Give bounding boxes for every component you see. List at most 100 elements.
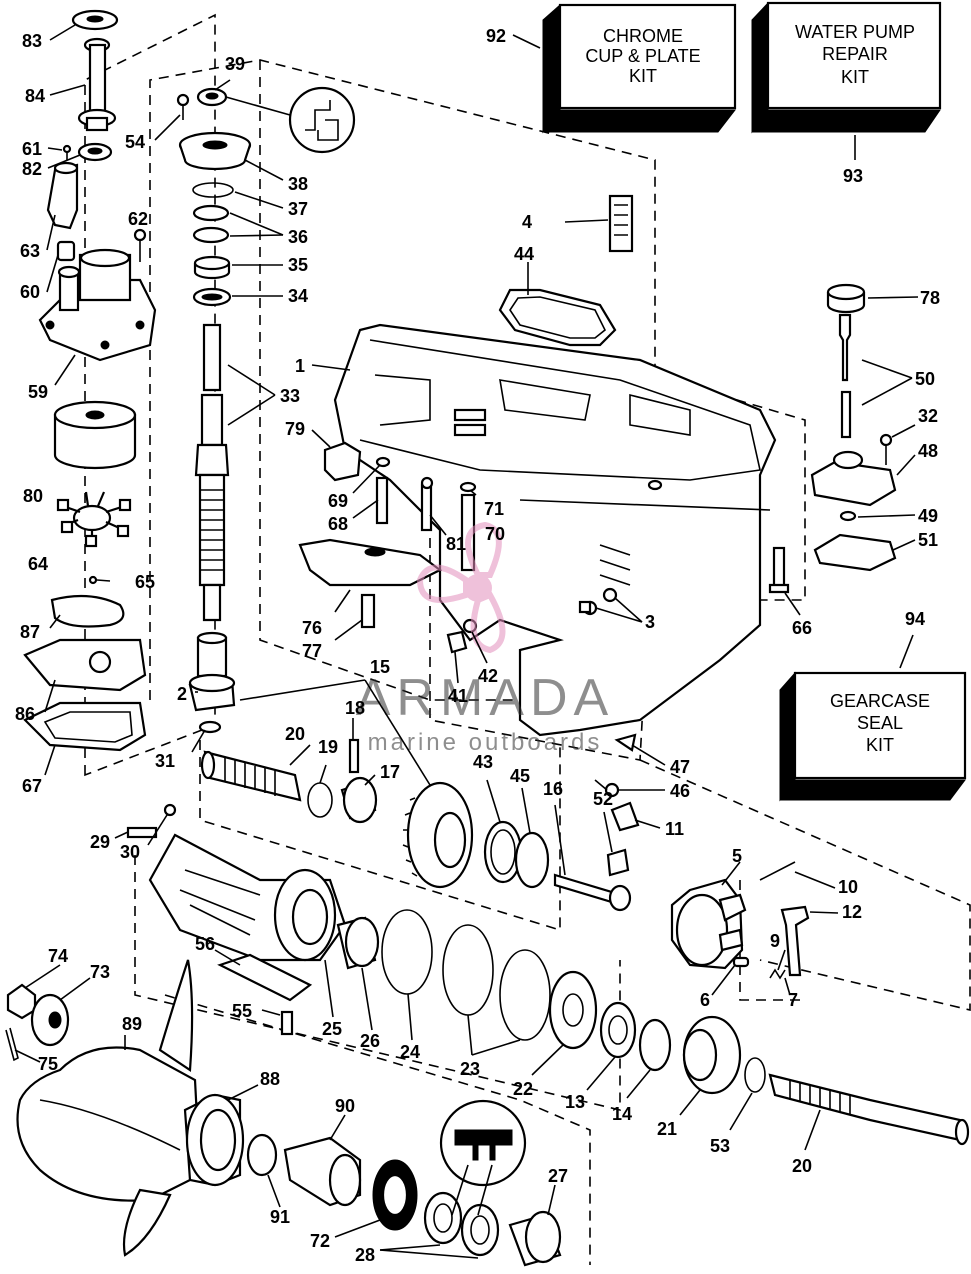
leader-lines bbox=[14, 24, 919, 1259]
part-9-spring[interactable] bbox=[769, 968, 786, 980]
part-1-gearcase[interactable] bbox=[333, 323, 777, 737]
kit-chrome-box[interactable]: CHROME CUP & PLATE KIT bbox=[542, 3, 737, 134]
part-16-shift-shaft[interactable] bbox=[553, 873, 617, 905]
callout-27: 27 bbox=[548, 1166, 568, 1186]
part-23-retaining-ring[interactable] bbox=[442, 924, 494, 1016]
part-25-bearing-housing[interactable] bbox=[148, 833, 347, 962]
watermark-name: ARMADA bbox=[356, 669, 614, 727]
callout-49: 49 bbox=[918, 506, 938, 526]
part-50-shift-rod[interactable] bbox=[838, 313, 852, 382]
prop-shaft-group bbox=[126, 803, 970, 1146]
callout-64: 64 bbox=[28, 554, 48, 574]
part-21-reverse-gear[interactable] bbox=[682, 1015, 742, 1095]
part-13-shim[interactable] bbox=[599, 1001, 637, 1059]
part-27-bearing[interactable] bbox=[508, 1210, 562, 1267]
part-45-shim[interactable] bbox=[514, 831, 550, 889]
callout-13: 13 bbox=[565, 1092, 585, 1112]
part-75-cotter-pin[interactable] bbox=[5, 1027, 19, 1062]
part-51-gasket[interactable] bbox=[813, 533, 897, 572]
part-20-pinion-shaft[interactable] bbox=[203, 750, 302, 802]
callout-7: 7 bbox=[788, 990, 798, 1010]
callout-81: 81 bbox=[446, 534, 466, 554]
callout-48: 48 bbox=[918, 441, 938, 461]
callout-51: 51 bbox=[918, 530, 938, 550]
callout-32: 32 bbox=[918, 406, 938, 426]
callout-10: 10 bbox=[838, 877, 858, 897]
callout-79: 79 bbox=[285, 419, 305, 439]
part-60-bushing[interactable] bbox=[56, 240, 76, 262]
part-79-anode[interactable] bbox=[323, 441, 362, 482]
callout-73: 73 bbox=[90, 962, 110, 982]
callout-1: 1 bbox=[295, 356, 305, 376]
callout-23: 23 bbox=[460, 1059, 480, 1079]
part-33-drive-shaft[interactable] bbox=[202, 323, 222, 392]
part-41-plug[interactable] bbox=[446, 630, 468, 654]
callout-53: 53 bbox=[710, 1136, 730, 1156]
kit-chrome-line2: CUP & PLATE bbox=[585, 46, 700, 66]
part-11-shifter[interactable] bbox=[610, 801, 640, 832]
callout-91: 91 bbox=[270, 1207, 290, 1227]
part-3-plugs[interactable] bbox=[578, 587, 618, 616]
part-44-gasket[interactable] bbox=[498, 288, 617, 347]
callout-9: 9 bbox=[770, 931, 780, 951]
kit-pump-line1: WATER PUMP bbox=[795, 22, 915, 42]
part-29-screw[interactable] bbox=[126, 826, 158, 839]
part-18-pin[interactable] bbox=[348, 738, 360, 774]
part-26-bearing[interactable] bbox=[336, 916, 380, 970]
part-20-propeller-shaft[interactable] bbox=[768, 1073, 970, 1146]
callout-63: 63 bbox=[20, 241, 40, 261]
part-76-trim-tab[interactable] bbox=[298, 538, 443, 587]
part-72-bearing[interactable] bbox=[372, 1159, 418, 1231]
part-22-thrust-washer[interactable] bbox=[548, 970, 598, 1050]
part-86-plate[interactable] bbox=[23, 638, 147, 692]
watermark-tagline: marine outboards bbox=[368, 729, 603, 756]
part-74-nut[interactable] bbox=[6, 983, 37, 1020]
callout-34: 34 bbox=[288, 286, 308, 306]
part-68-screw[interactable] bbox=[375, 476, 389, 525]
callout-84: 84 bbox=[25, 86, 45, 106]
part-80-cup[interactable] bbox=[53, 413, 137, 470]
part-67-gasket[interactable] bbox=[23, 701, 147, 752]
part-77-screw[interactable] bbox=[360, 593, 376, 629]
callout-80: 80 bbox=[23, 486, 43, 506]
part-64-impeller[interactable] bbox=[56, 491, 132, 548]
part-53-ring[interactable] bbox=[744, 1057, 766, 1093]
callout-68: 68 bbox=[328, 514, 348, 534]
callout-26: 26 bbox=[360, 1031, 380, 1051]
kit-gearcase-seal-box[interactable]: GEARCASE SEAL KIT bbox=[779, 671, 967, 802]
kit-water-pump-box[interactable]: WATER PUMP REPAIR KIT bbox=[751, 1, 942, 134]
callout-2: 2 bbox=[177, 684, 187, 704]
part-56-plate[interactable] bbox=[217, 953, 313, 1002]
kit-pump-line3: KIT bbox=[841, 67, 869, 87]
callout-72: 72 bbox=[310, 1231, 330, 1251]
part-15-forward-gear[interactable] bbox=[402, 781, 474, 889]
part-88-thrust-hub[interactable] bbox=[183, 1093, 245, 1187]
part-31-nut[interactable] bbox=[198, 720, 222, 734]
part-91-washer[interactable] bbox=[246, 1133, 278, 1177]
part-14-shim[interactable] bbox=[638, 1018, 672, 1072]
part-81-screw[interactable] bbox=[420, 483, 433, 532]
callout-56: 56 bbox=[195, 934, 215, 954]
callout-37: 37 bbox=[288, 199, 308, 219]
part-63-tube[interactable] bbox=[46, 163, 79, 230]
seal-detail-icon bbox=[288, 86, 356, 154]
part-52-detent[interactable] bbox=[606, 848, 630, 877]
part-37-o-ring[interactable] bbox=[192, 182, 234, 198]
callout-43: 43 bbox=[473, 752, 493, 772]
callout-54: 54 bbox=[125, 132, 145, 152]
callout-20: 20 bbox=[285, 724, 305, 744]
part-4-anode[interactable] bbox=[608, 194, 634, 253]
callout-21: 21 bbox=[657, 1119, 677, 1139]
part-89-propeller[interactable] bbox=[16, 959, 202, 1257]
part-19-ring[interactable] bbox=[307, 782, 333, 818]
callout-52: 52 bbox=[593, 789, 613, 809]
kit-chrome-line3: KIT bbox=[629, 66, 657, 86]
part-24-o-ring[interactable] bbox=[381, 909, 433, 995]
part-87-gasket[interactable] bbox=[50, 594, 125, 628]
callout-70: 70 bbox=[485, 524, 505, 544]
part-12-shift-lever[interactable] bbox=[780, 905, 810, 977]
part-90-bushing[interactable] bbox=[283, 1136, 362, 1207]
part-28-seal[interactable] bbox=[423, 1191, 463, 1245]
kit-seal-line2: SEAL bbox=[857, 713, 903, 733]
callout-14: 14 bbox=[612, 1104, 632, 1124]
